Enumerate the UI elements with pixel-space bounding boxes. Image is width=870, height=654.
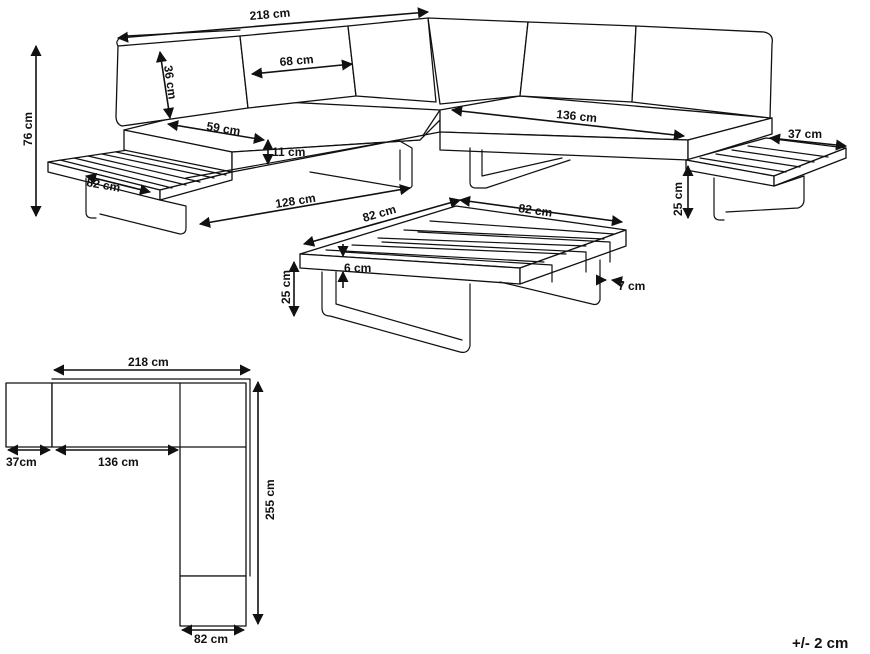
label-coffee-table-width: 82 cm: [518, 201, 554, 220]
label-plan-length: 255 cm: [263, 479, 277, 520]
label-backrest-width: 68 cm: [279, 52, 314, 69]
label-plan-seat: 136 cm: [98, 455, 139, 469]
label-side-table-depth: 82 cm: [85, 175, 121, 195]
plan-side-table: [5, 382, 53, 448]
label-backrest-height: 36 cm: [161, 64, 180, 100]
label-sofa-width: 218 cm: [249, 5, 291, 22]
label-coffee-table-depth: 82 cm: [361, 202, 398, 225]
label-coffee-table-top: 6 cm: [344, 261, 371, 275]
label-plan-side-table: 37cm: [6, 455, 37, 469]
tolerance-note: +/- 2 cm: [792, 635, 848, 652]
label-seat-length: 136 cm: [556, 107, 598, 125]
label-plan-chaise: 82 cm: [194, 632, 228, 646]
coffee-table-drawing: [299, 205, 627, 353]
plan-chaise-table: [179, 575, 247, 627]
label-plan-width: 218 cm: [128, 355, 169, 369]
label-seat-thickness: 11 cm: [272, 145, 305, 159]
dimension-lines: [6, 7, 848, 636]
label-total-height: 76 cm: [21, 112, 35, 146]
plan-view: [5, 378, 251, 627]
label-coffee-table-height: 25 cm: [279, 270, 293, 304]
sofa-drawing: [47, 17, 847, 235]
plan-sofa-outline: [51, 382, 247, 577]
label-side-table-width: 37 cm: [788, 127, 822, 141]
right-backrest: [427, 17, 773, 119]
label-base-length: 128 cm: [274, 191, 316, 211]
label-coffee-table-leg: 7 cm: [618, 279, 645, 293]
label-side-table-height: 25 cm: [671, 182, 685, 216]
right-side-table: [685, 137, 847, 221]
label-seat-depth: 59 cm: [206, 119, 242, 138]
